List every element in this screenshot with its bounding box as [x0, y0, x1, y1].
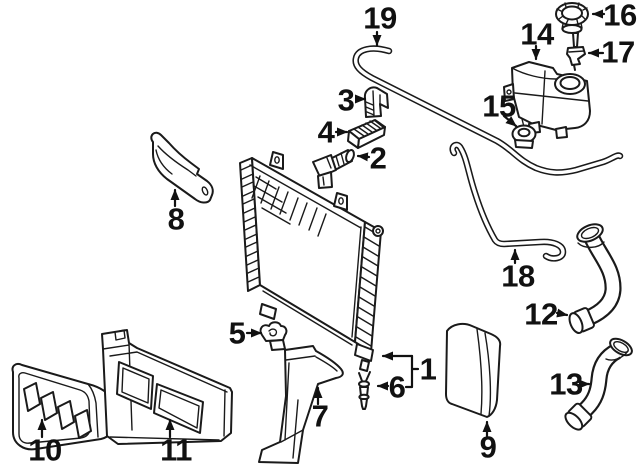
part-upper-hose-drawing[interactable]: [567, 221, 622, 335]
part-vent-valve-drawing[interactable]: [566, 32, 586, 71]
callout-5[interactable]: 5: [228, 315, 246, 351]
callout-19[interactable]: 19: [363, 0, 397, 36]
part-side-baffle-drawing[interactable]: [258, 345, 344, 464]
callout-10[interactable]: 10: [28, 432, 62, 468]
callout-7[interactable]: 7: [311, 398, 329, 434]
callout-15[interactable]: 15: [482, 88, 516, 124]
callout-9[interactable]: 9: [479, 429, 497, 465]
part-side-air-duct-drawing[interactable]: [445, 322, 502, 418]
callout-13[interactable]: 13: [549, 366, 583, 402]
part-drain-valve-drawing[interactable]: [358, 371, 371, 410]
part-overflow-hose-drawing[interactable]: [352, 45, 624, 176]
part-tank-cap-drawing[interactable]: [555, 2, 589, 34]
part-expansion-tank-drawing[interactable]: [503, 61, 591, 139]
callout-2[interactable]: 2: [369, 140, 387, 176]
part-mounting-pad-drawing[interactable]: [347, 119, 386, 149]
callout-17[interactable]: 17: [601, 34, 635, 70]
part-lower-baffle-drawing[interactable]: [101, 329, 233, 445]
callout-12[interactable]: 12: [524, 296, 558, 332]
leader-lines: [37, 9, 606, 439]
callout-8[interactable]: 8: [167, 201, 185, 237]
part-grommet-drawing[interactable]: [511, 118, 537, 149]
callout-4[interactable]: 4: [317, 114, 335, 150]
callout-16[interactable]: 16: [603, 0, 637, 33]
part-upper-bracket-drawing[interactable]: [150, 131, 214, 204]
callout-3[interactable]: 3: [337, 82, 355, 118]
callout-11[interactable]: 11: [160, 432, 192, 468]
part-sensor-bracket-drawing[interactable]: [312, 148, 355, 189]
part-radiator-drawing[interactable]: [239, 151, 384, 372]
callout-14[interactable]: 14: [520, 16, 554, 52]
part-retaining-clip-drawing[interactable]: [363, 86, 389, 118]
part-clip-drawing[interactable]: [259, 321, 288, 351]
part-lower-hose-drawing[interactable]: [562, 335, 634, 432]
part-vent-hose-drawing[interactable]: [449, 141, 567, 262]
callout-1[interactable]: 1: [419, 351, 437, 387]
callout-18[interactable]: 18: [501, 258, 535, 294]
callout-6[interactable]: 6: [388, 369, 406, 405]
